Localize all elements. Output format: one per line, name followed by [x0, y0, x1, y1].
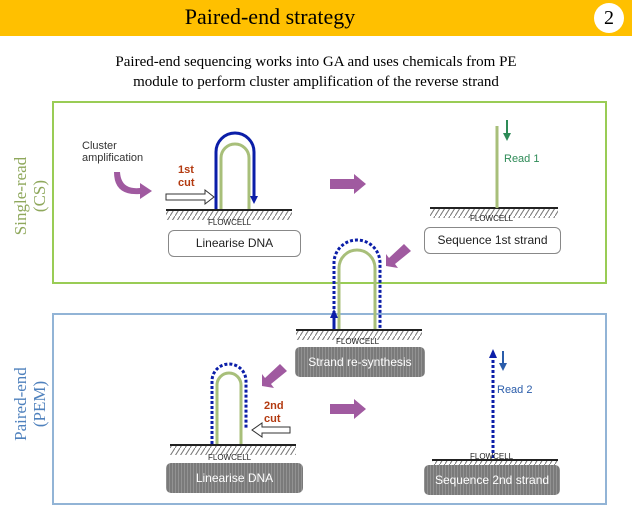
hairpin-3-blue-dotted [332, 238, 382, 329]
slide-number: 2 [594, 3, 624, 33]
read2-arrowhead [499, 363, 507, 371]
flowcell-3 [296, 329, 422, 340]
hairpin-1-green [219, 142, 251, 209]
first-cut-arrow [165, 188, 215, 206]
second-cut-label: 2nd cut [264, 400, 284, 425]
paired-end-panel [52, 313, 607, 505]
hairpin-4-green [215, 371, 243, 444]
hairpin-4-blue-dotted [210, 362, 248, 444]
slide-title: Paired-end strategy [184, 4, 356, 29]
linearise-dna-step-2: Linearise DNA [166, 463, 303, 493]
flowcell-label-5: FLOWCELL [470, 452, 514, 461]
subtitle-line-2: module to perform cluster amplification … [133, 74, 499, 90]
hairpin-1-blue-arrowhead [250, 196, 258, 204]
flowcell-label-2: FLOWCELL [470, 214, 514, 223]
single-read-panel [52, 101, 607, 284]
hairpin-1-blue [214, 131, 256, 209]
flowcell-label-4: FLOWCELL [208, 453, 252, 462]
read1-arrowhead [503, 133, 511, 141]
step-arrow-1 [330, 174, 366, 194]
flowcell-2 [430, 207, 558, 218]
hairpin-3-green [337, 248, 377, 329]
hairpin-3-arrowhead [330, 309, 338, 318]
read2-label: Read 2 [497, 384, 533, 396]
strand-resynthesis-step: Strand re-synthesis [295, 347, 425, 377]
sequence-2nd-strand-step: Sequence 2nd strand [424, 465, 560, 495]
step-arrow-2 [386, 244, 411, 268]
header-bar [0, 0, 632, 36]
flowcell-4 [170, 444, 296, 455]
subtitle-line-1: Paired-end sequencing works into GA and … [115, 54, 517, 70]
read2-strand-arrowhead [489, 349, 497, 358]
flowcell-label-1: FLOWCELL [208, 218, 252, 227]
flowcell-label-3: FLOWCELL [336, 337, 380, 346]
cluster-amplification-arrow [114, 172, 152, 199]
sequence-1st-strand-step: Sequence 1st strand [424, 227, 561, 254]
first-cut-label: 1st cut [178, 164, 195, 189]
step-arrow-3 [262, 364, 287, 388]
cluster-amplification-label: Cluster amplification [82, 140, 144, 164]
flowcell-1 [166, 209, 292, 220]
second-cut-arrow [251, 422, 291, 438]
step-arrow-4 [330, 399, 366, 419]
read1-label: Read 1 [504, 153, 540, 165]
linearise-dna-step-1: Linearise DNA [168, 230, 301, 257]
